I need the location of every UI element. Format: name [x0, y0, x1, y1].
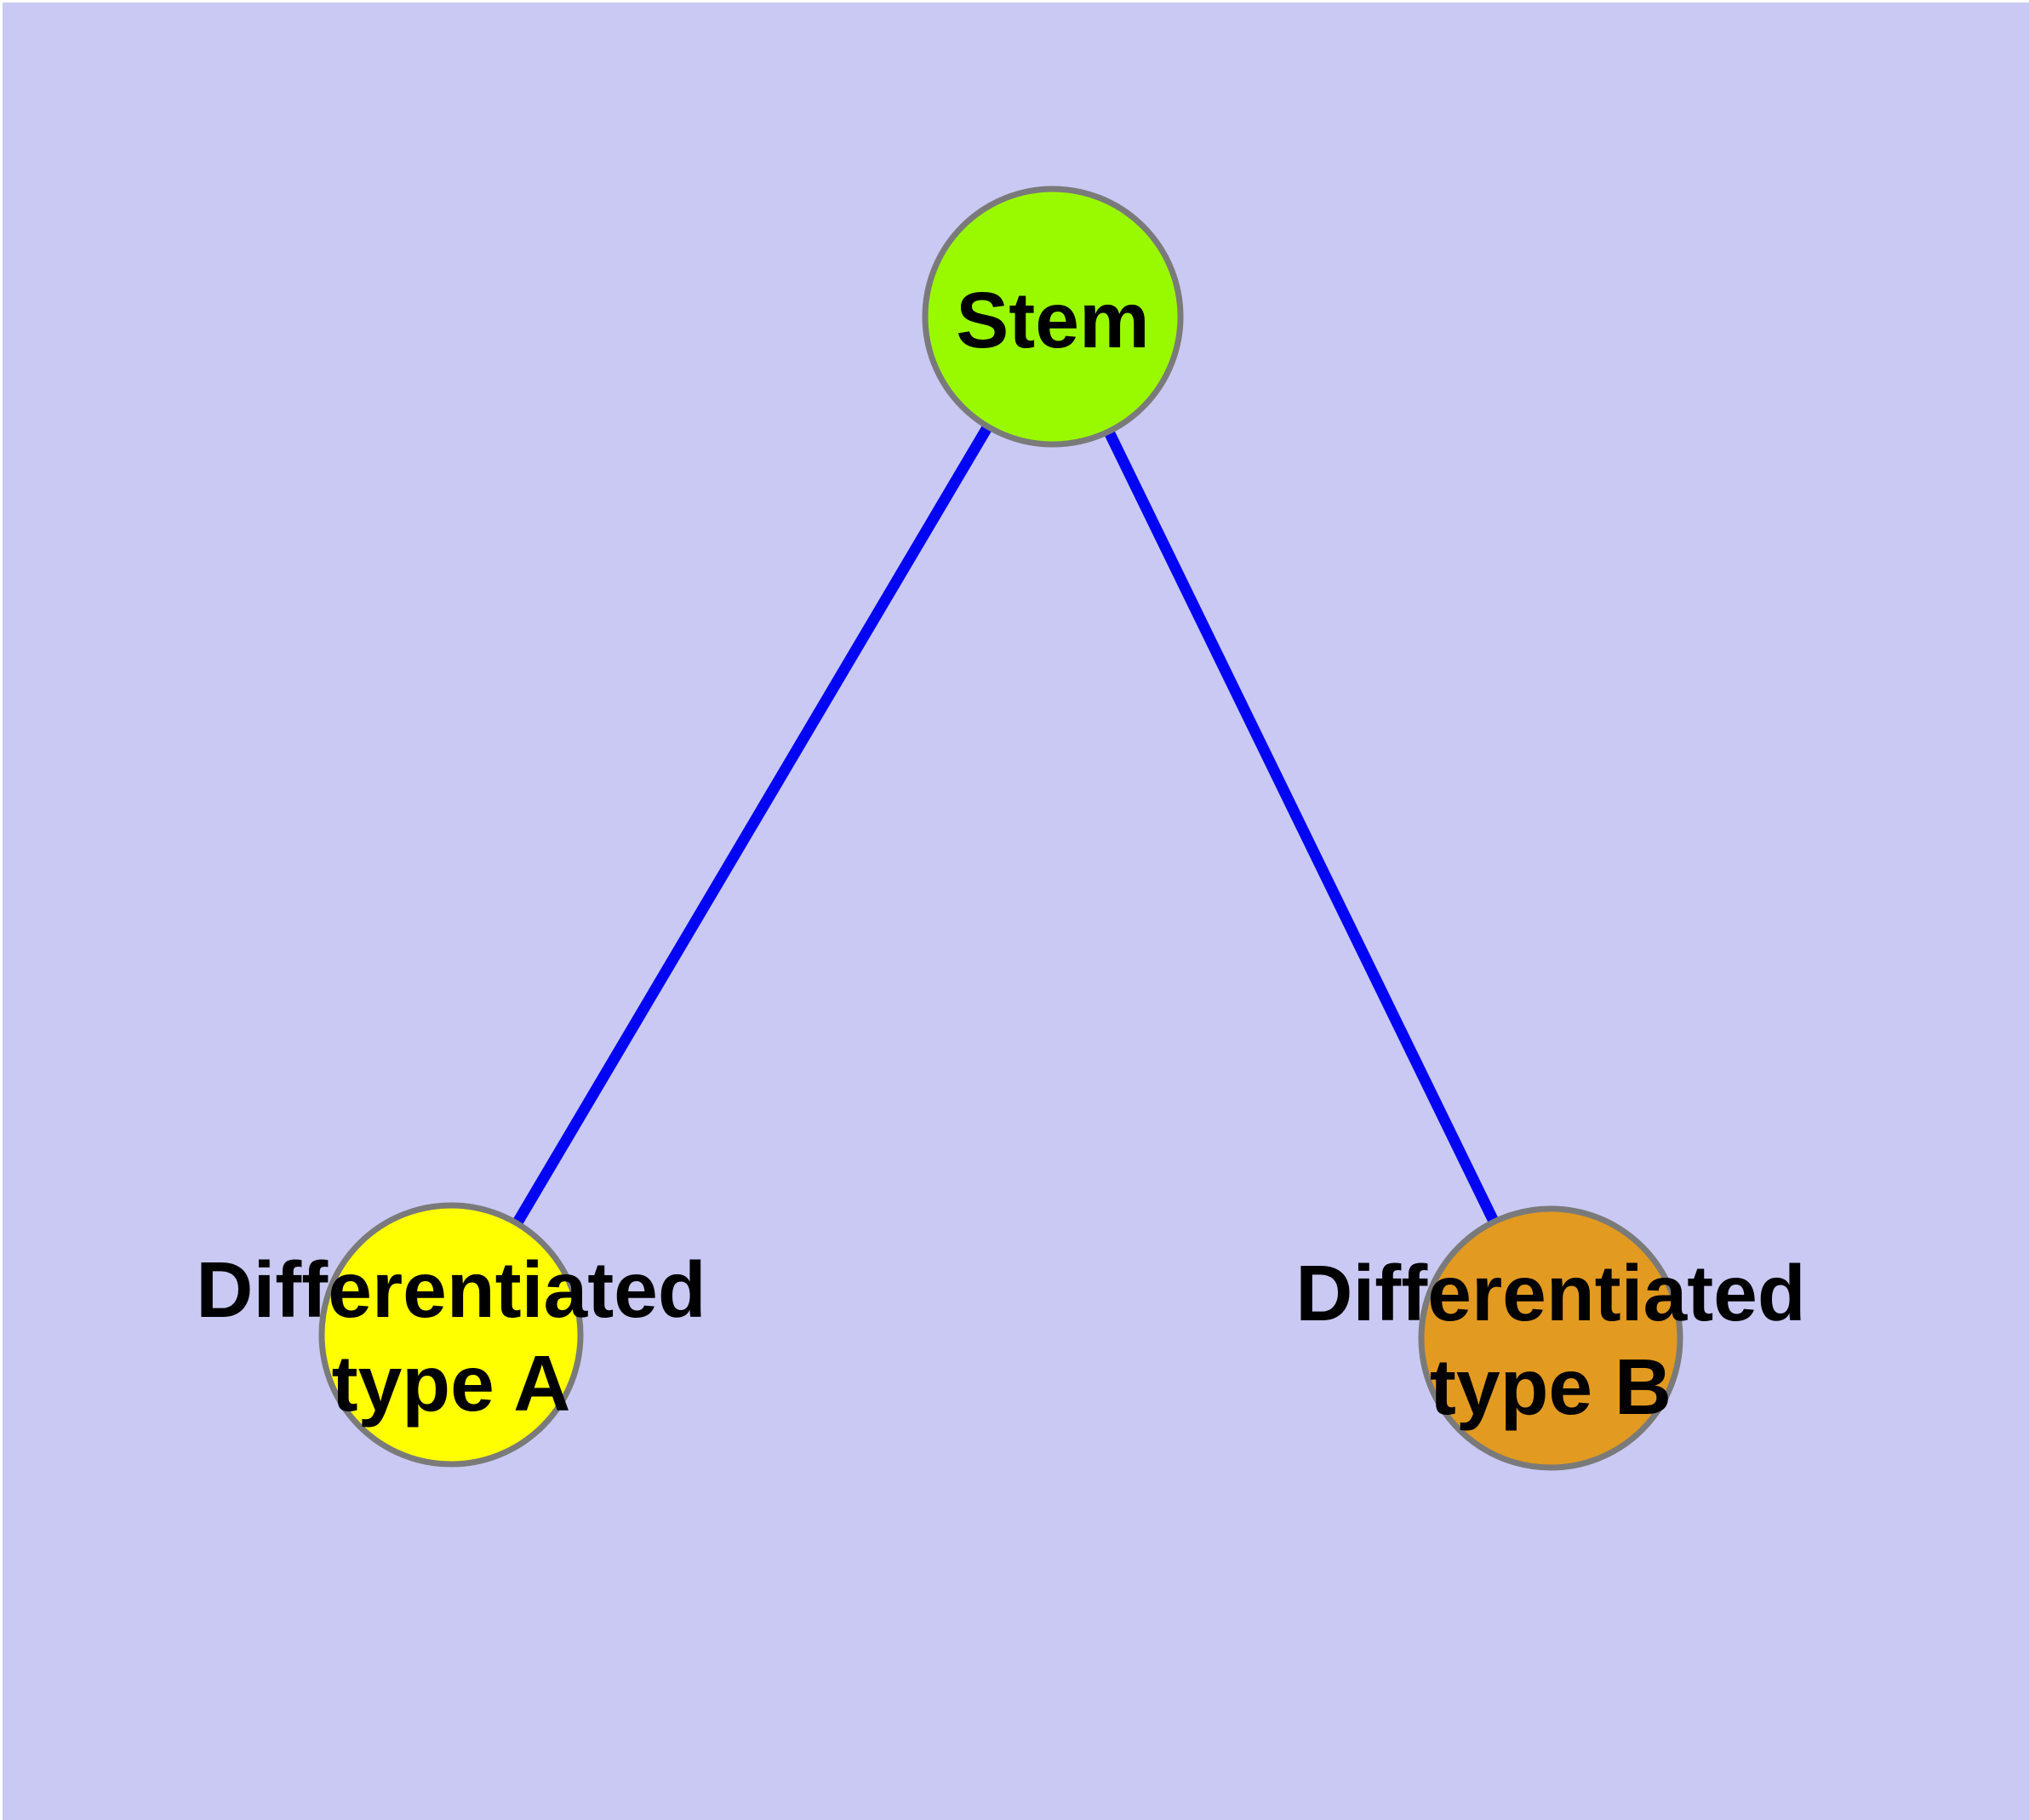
edge-stem-to-type-b: [1048, 314, 1556, 1341]
node-type-a-label-line2: type A: [332, 1339, 571, 1428]
edge-stem-to-type-a: [446, 313, 1058, 1338]
node-labels: Stem Differentiated type A Differentiate…: [196, 276, 1805, 1431]
node-type-b-label-line2: type B: [1430, 1342, 1672, 1431]
node-stem-label: Stem: [956, 276, 1149, 364]
node-differentiated-type-b: [1418, 1205, 1683, 1471]
edges: [446, 313, 1556, 1341]
node-stem: [922, 186, 1184, 448]
node-type-b-label-line1: Differentiated: [1295, 1249, 1805, 1337]
node-differentiated-type-a: [318, 1202, 584, 1468]
nodes: [318, 186, 1683, 1471]
node-type-a-label-line1: Differentiated: [196, 1245, 706, 1334]
